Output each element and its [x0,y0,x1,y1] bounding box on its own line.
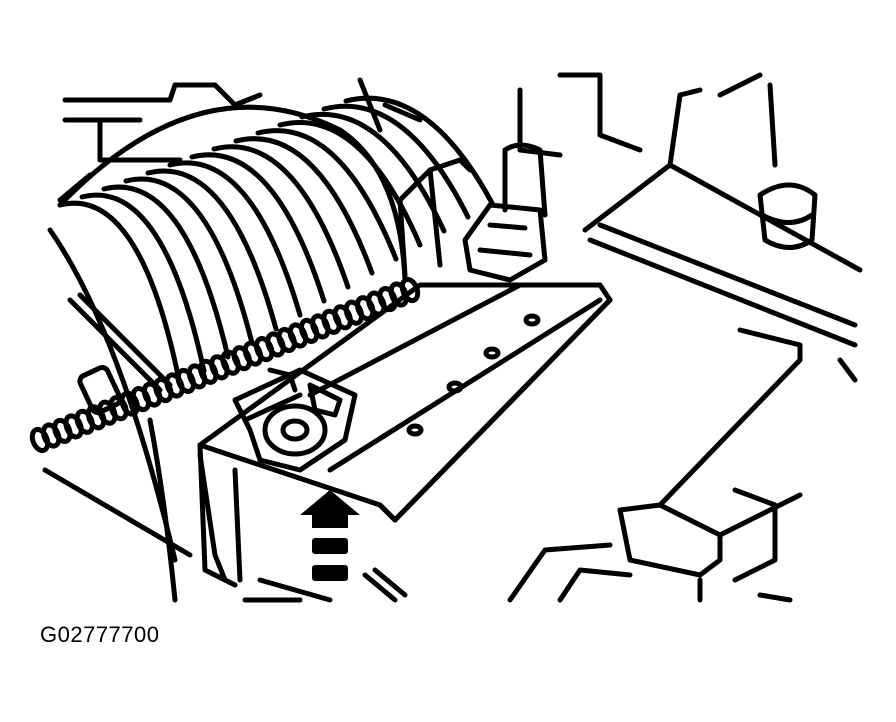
duct-outline [57,104,408,283]
duct-rib [189,152,327,304]
reservoir-cap [757,182,818,250]
cable-clamp [462,142,548,283]
duct-rib [79,192,207,374]
duct-rib [255,128,399,262]
air-intake-duct [57,95,495,388]
left-foreground-bracket [197,452,408,603]
duct-rib [233,136,375,276]
battery-terminal [232,367,358,473]
up-arrow-icon [300,490,360,581]
duct-rib [123,176,255,346]
harness-tie-strap [67,292,173,415]
radiator-shroud [582,72,863,348]
duct-rib [101,184,231,360]
duct-rib [167,160,303,318]
battery-hold-down-bar [307,282,603,473]
duct-rib [321,103,471,220]
duct-rib [57,200,183,388]
duct-rib [211,144,351,290]
figure-caption: G02777700 [40,622,160,647]
lower-right-housing [507,327,858,603]
duct-rib [145,168,279,332]
mounting-bracket [357,72,643,278]
duct-lower-edge [42,227,193,603]
duct-rib [299,111,447,234]
battery-body [197,282,613,603]
